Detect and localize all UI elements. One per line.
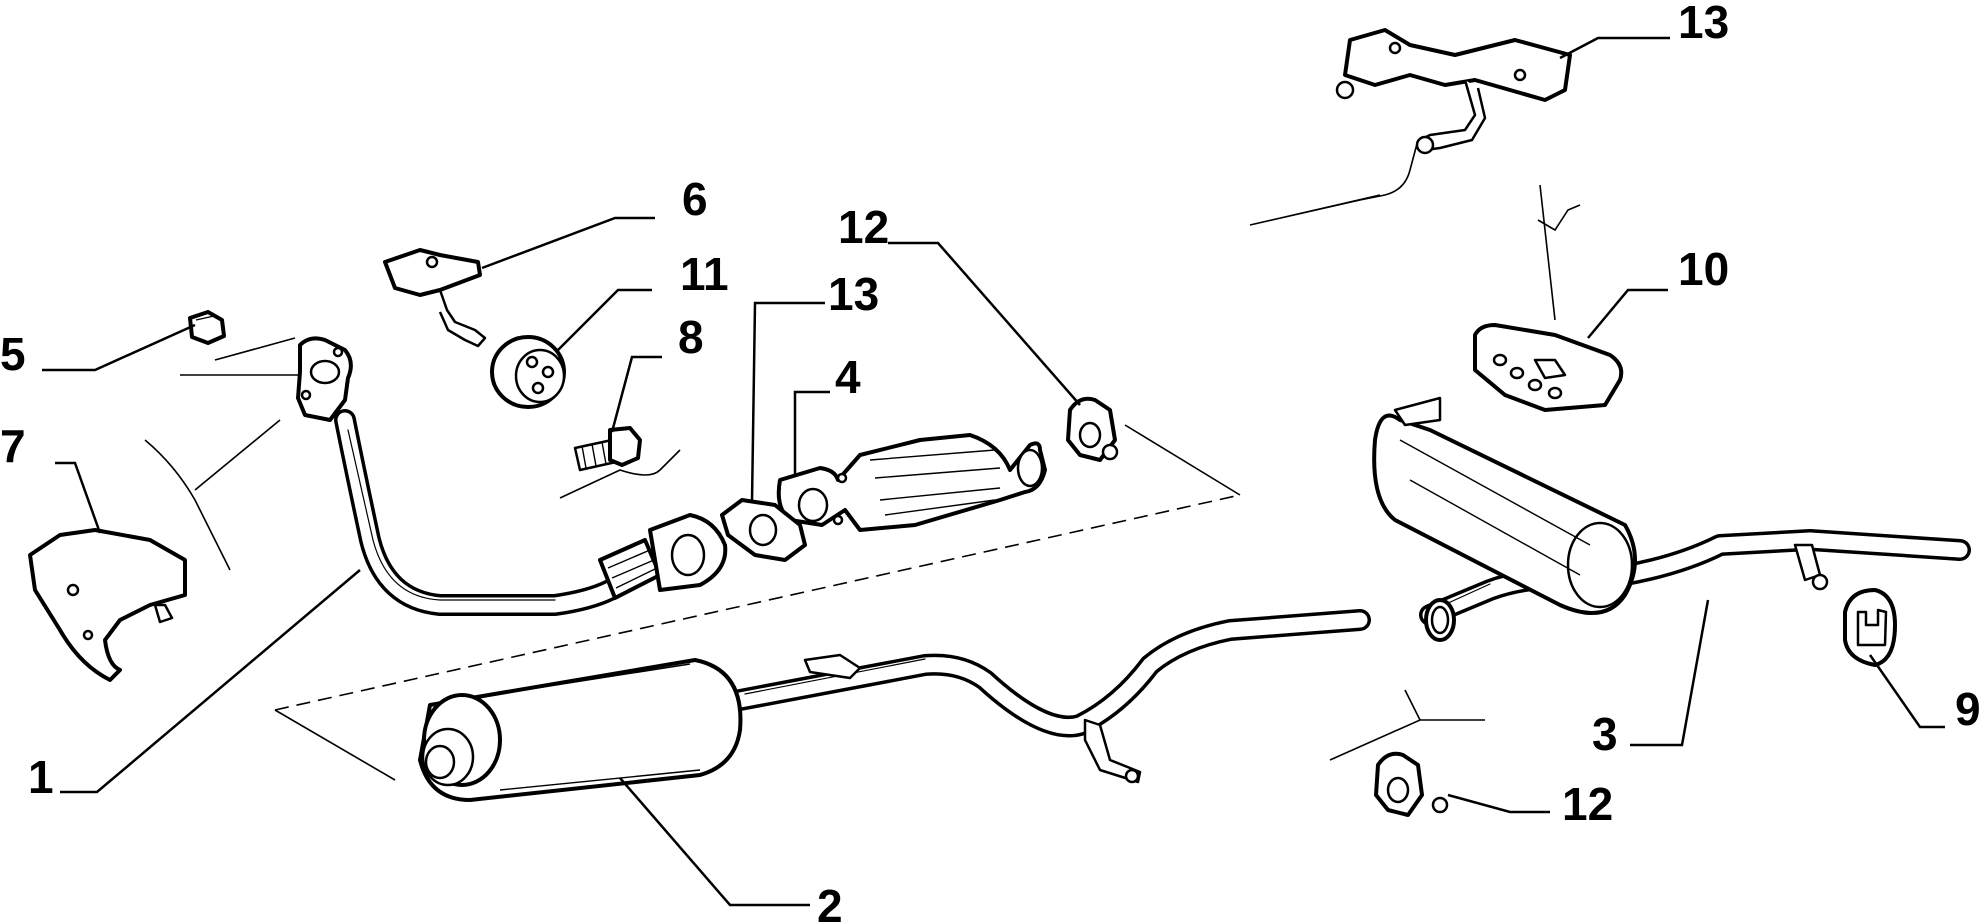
callout-11: 11 (680, 248, 729, 300)
leader-12b (1447, 793, 1550, 814)
bolt-8 (573, 426, 642, 472)
leader-12a (888, 241, 1081, 406)
catalytic-converter (776, 433, 1047, 532)
leader-2 (619, 777, 810, 907)
callout-8: 8 (678, 311, 704, 363)
leader-5 (42, 323, 196, 372)
leader-9 (1868, 654, 1945, 729)
clamp-12-upper (1066, 396, 1119, 462)
bracket-6 (383, 248, 487, 348)
leader-7 (55, 461, 102, 534)
callout-13-top: 13 (1678, 0, 1729, 48)
callout-12-lower: 12 (1562, 778, 1613, 830)
gasket-13 (720, 498, 807, 562)
callout-1: 1 (28, 751, 54, 803)
callout-10: 10 (1678, 243, 1729, 295)
callout-3: 3 (1592, 708, 1618, 760)
front-exhaust-pipe (296, 336, 728, 616)
rubber-mount-10 (1473, 323, 1624, 412)
callout-13-middle: 13 (828, 268, 879, 320)
leader-11 (555, 288, 652, 353)
leader-13a (750, 301, 825, 503)
rear-silencer (1372, 396, 1971, 642)
leader-6 (481, 216, 655, 270)
leader-3 (1630, 599, 1710, 747)
callout-9: 9 (1955, 683, 1981, 735)
callout-5: 5 (0, 328, 26, 380)
leader-10 (1587, 288, 1668, 339)
leader-1 (60, 569, 361, 794)
clamp-12-lower (1374, 751, 1449, 817)
assembly-guide-lines (144, 139, 1581, 781)
leader-4 (793, 390, 830, 475)
callout-4: 4 (835, 351, 861, 403)
callout-7: 7 (0, 420, 26, 472)
leader-lines (42, 36, 1945, 907)
leader-13b (1559, 36, 1670, 60)
bracket-13 (1335, 28, 1572, 155)
leader-8 (610, 355, 662, 433)
callout-12-upper: 12 (838, 201, 889, 253)
center-silencer-and-pipe (418, 609, 1371, 802)
callout-6: 6 (682, 173, 708, 225)
rubber-hanger-9 (1843, 588, 1897, 667)
grommet-11 (490, 335, 566, 409)
callout-2: 2 (817, 880, 843, 923)
heat-shield-bracket-7 (28, 528, 187, 682)
nut (188, 310, 226, 345)
